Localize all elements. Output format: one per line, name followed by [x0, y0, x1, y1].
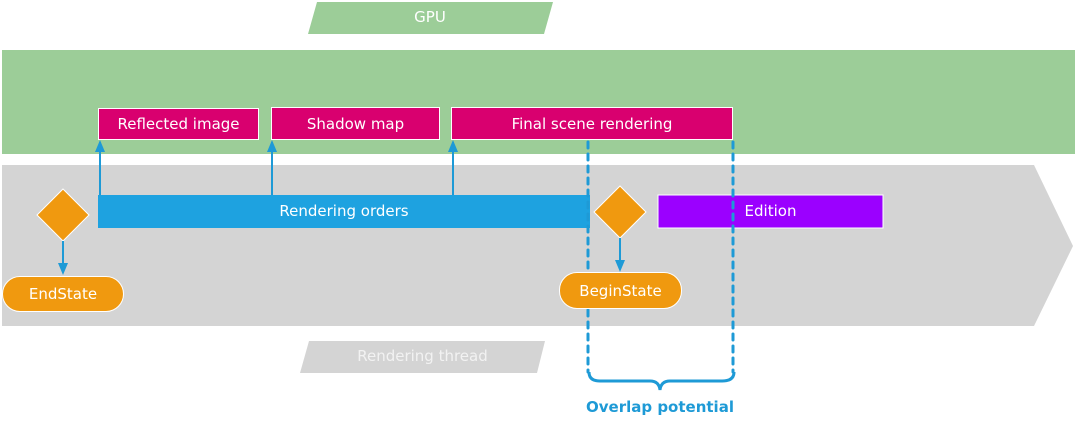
thread-lane-tag [300, 341, 545, 373]
gpu-task-shadow-map: Shadow map [271, 107, 440, 140]
gpu-task-reflected-image: Reflected image [98, 108, 259, 140]
rendering-orders-bar [98, 195, 590, 228]
arrowhead-up-icon [448, 140, 458, 152]
gpu-lane-label: GPU [414, 8, 446, 26]
gpu-task-final-scene-rendering: Final scene rendering [451, 107, 733, 140]
overlap-brace [587, 371, 736, 391]
overlap-potential-label: Overlap potential [586, 398, 734, 416]
arrowhead-down-icon [615, 260, 625, 272]
thread-lane-band [2, 165, 1073, 326]
arrowhead-up-icon [95, 140, 105, 152]
gpu-lane-tag [308, 2, 553, 34]
thread-lane-label: Rendering thread [357, 347, 488, 365]
arrowhead-down-icon [58, 263, 68, 275]
end-state-pill: EndState [2, 276, 124, 312]
arrowhead-up-icon [267, 140, 277, 152]
edition-bar [657, 194, 884, 229]
rendering-orders-label: Rendering orders [279, 202, 409, 220]
edition-label: Edition [744, 202, 797, 220]
begin-state-pill: BeginState [559, 272, 682, 309]
